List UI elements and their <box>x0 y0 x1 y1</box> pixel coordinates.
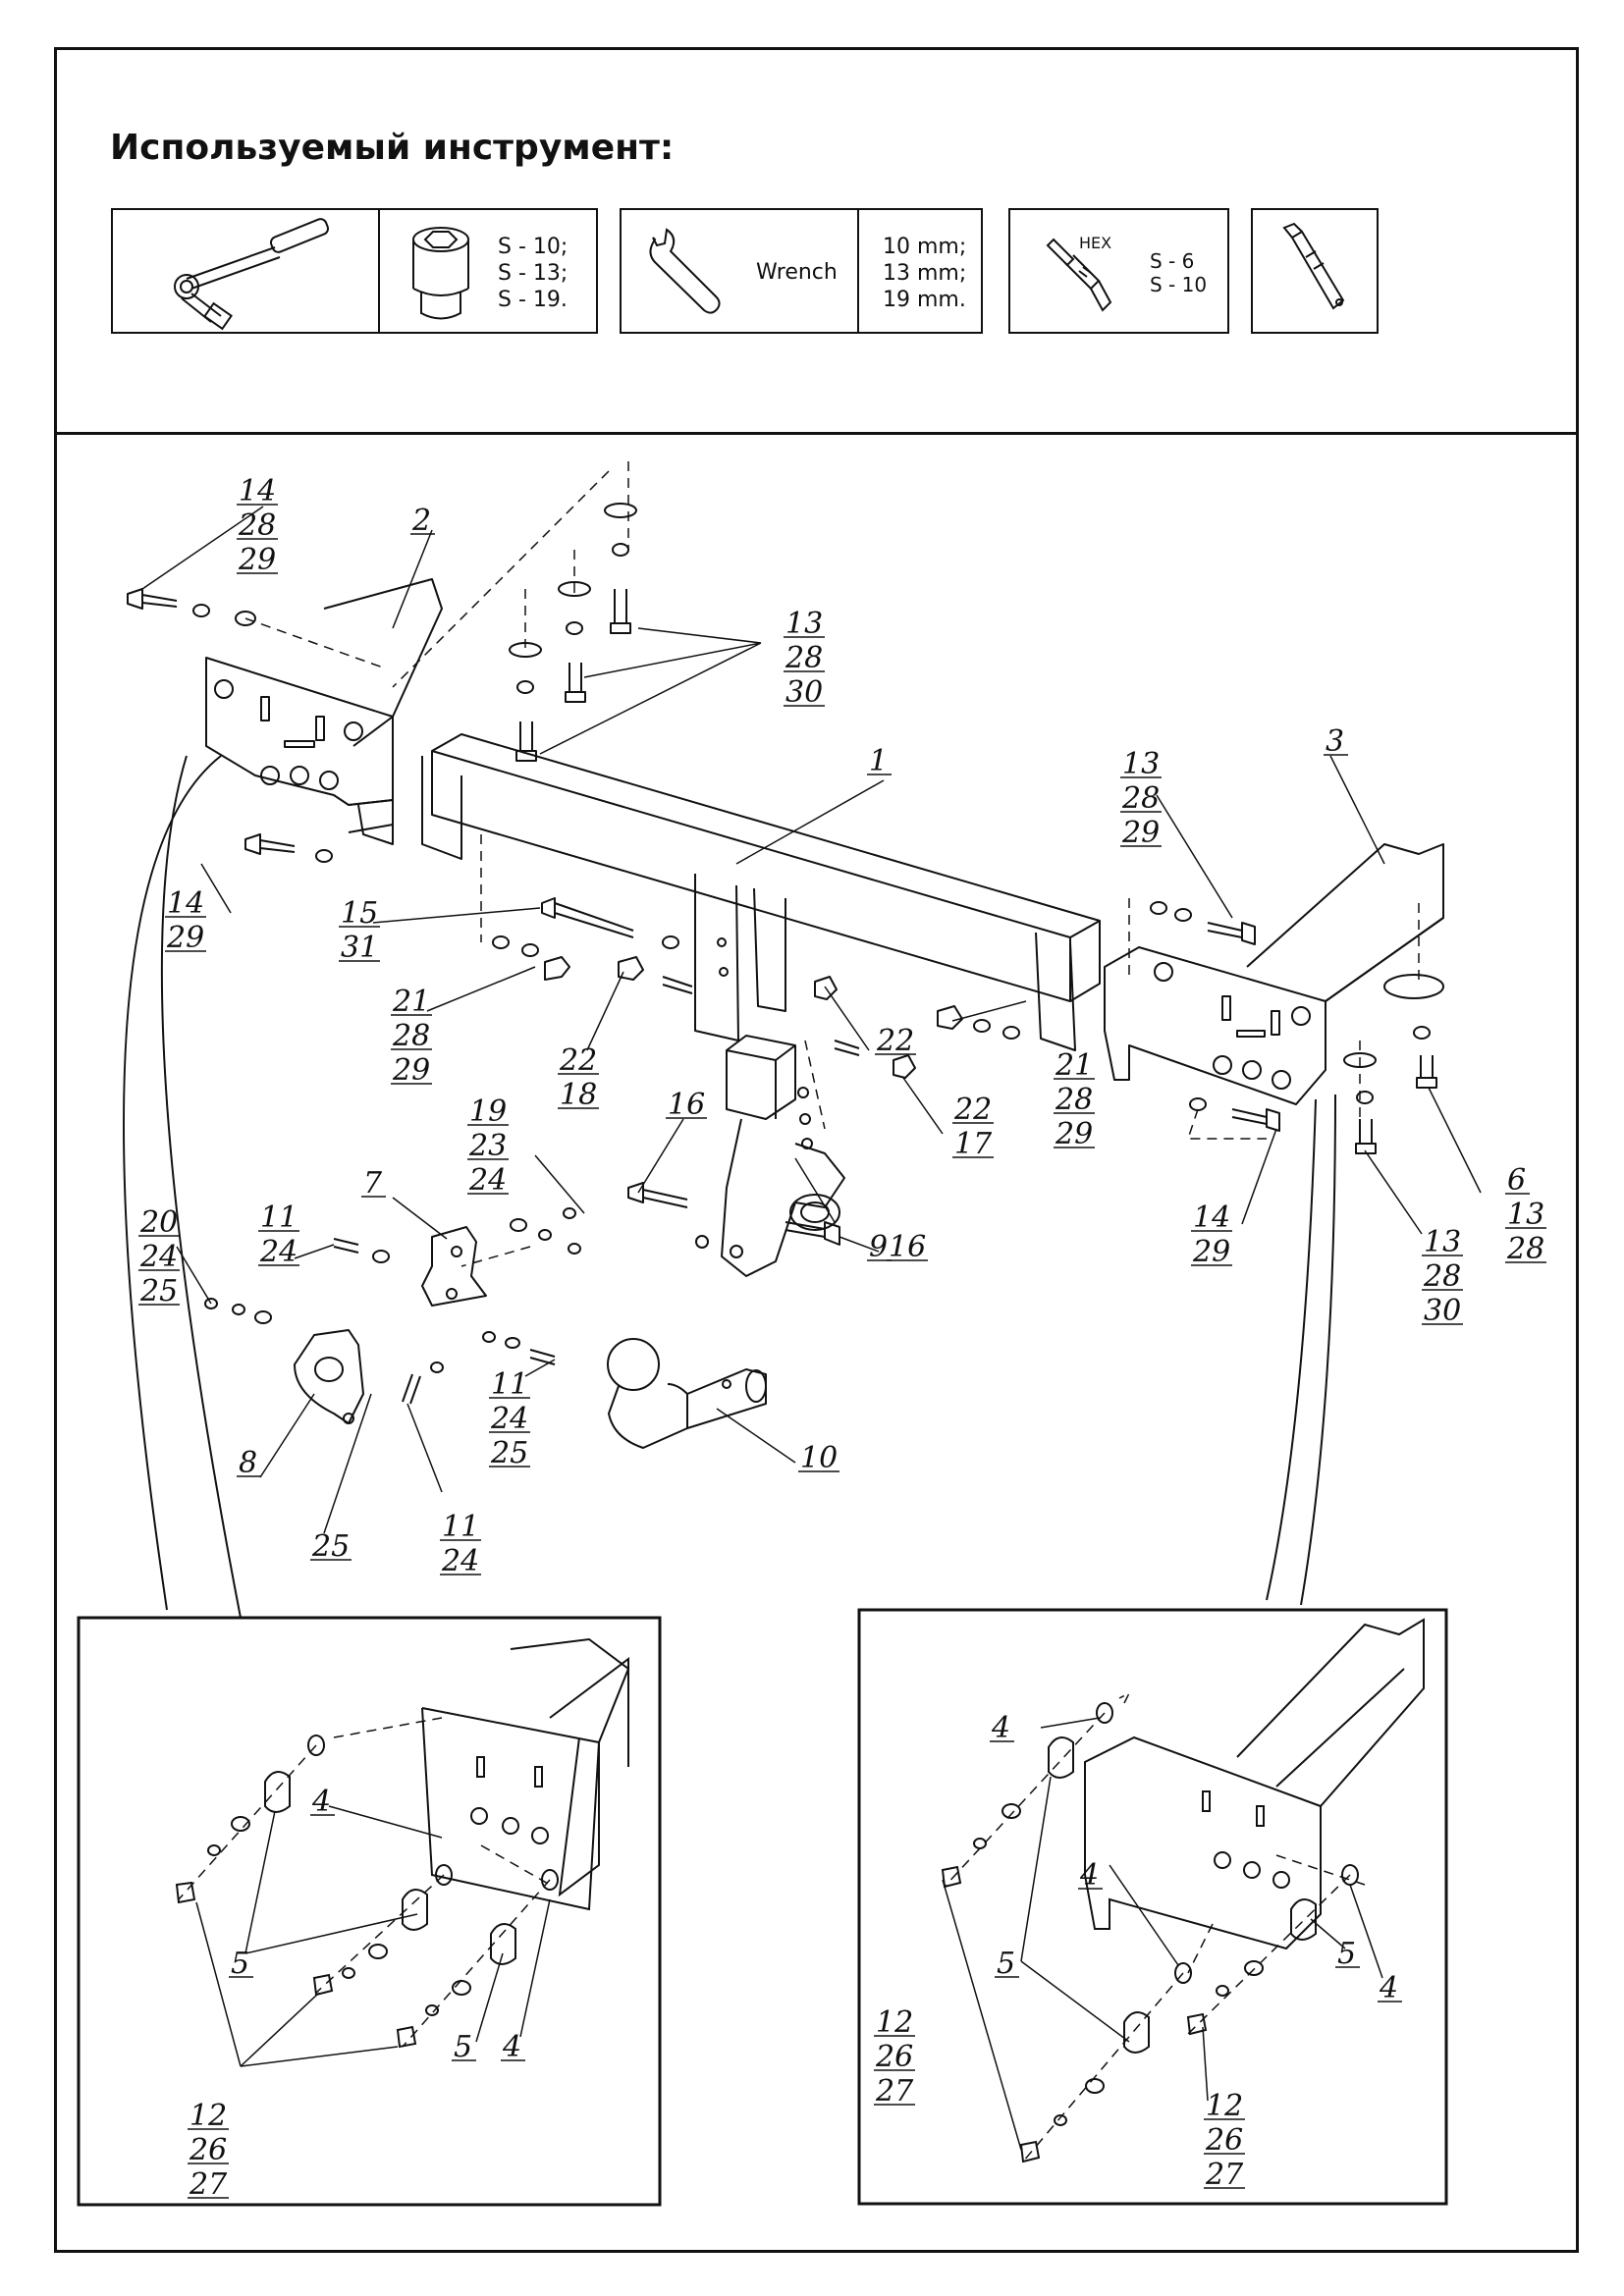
tool-box-hex: HEX S - 6 S - 10 <box>1008 208 1229 334</box>
inset-left-drawing <box>175 1637 630 2049</box>
bolts-middle <box>492 897 1444 1154</box>
callout-9: 9 <box>869 1230 888 1264</box>
inset-left-callout-5-a: 5 <box>231 1947 249 1981</box>
callout-16-b: 16 <box>889 1230 926 1264</box>
socket-icon <box>412 227 469 320</box>
inset-left-frame <box>77 1616 662 2207</box>
callout-1: 1 <box>869 744 888 778</box>
ratchet-icon <box>174 218 330 331</box>
hex-bit-icon <box>1046 238 1112 312</box>
coupling-bracket <box>627 1035 845 1277</box>
utility-knife-icon <box>1282 222 1345 310</box>
inset-right-callout-5-b: 5 <box>1337 1937 1356 1971</box>
callout-25: 25 <box>311 1529 350 1564</box>
inset-right-callout-4-c: 4 <box>1379 1971 1398 2005</box>
callout-22: 22 <box>876 1024 914 1058</box>
callout-16-a: 16 <box>668 1088 705 1122</box>
tool-box-ratchet: S - 10; S - 13; S - 19. <box>111 208 598 334</box>
inset-left-callout-4-b: 4 <box>502 2030 521 2064</box>
tool-box-knife <box>1251 208 1379 334</box>
callout-10: 10 <box>800 1441 838 1475</box>
crossbar <box>421 733 1101 1051</box>
page-title: Используемый инструмент: <box>110 128 675 168</box>
callout-8: 8 <box>239 1446 257 1480</box>
right-bracket <box>1104 843 1444 1105</box>
inset-right-callout-4-a: 4 <box>991 1711 1010 1745</box>
callout-2: 2 <box>411 504 431 538</box>
socket-sizes: S - 10; S - 13; S - 19. <box>498 235 568 312</box>
inset-right-frame <box>857 1608 1448 2206</box>
tool-box-wrench: Wrench 10 mm; 13 mm; 19 mm. <box>620 208 983 334</box>
diagram-lines <box>123 461 1444 1619</box>
bolts-top <box>127 503 637 863</box>
header-divider <box>54 432 1579 435</box>
inset-left-callout-4-a: 4 <box>311 1785 331 1819</box>
socket-plate <box>204 1207 581 1424</box>
tow-ball <box>607 1338 767 1449</box>
inset-left-callout-5-b: 5 <box>454 2030 472 2064</box>
wrench-label: Wrench <box>756 260 838 285</box>
callout-3: 3 <box>1326 724 1344 759</box>
left-bracket <box>205 578 443 845</box>
wrench-sizes: 10 mm; 13 mm; 19 mm. <box>883 235 967 312</box>
hex-label: HEX <box>1079 234 1112 252</box>
inset-right-callout-4-b: 4 <box>1079 1858 1099 1893</box>
callout-7: 7 <box>363 1166 383 1201</box>
page-frame <box>54 47 1579 2253</box>
hex-sizes: S - 6 S - 10 <box>1150 249 1208 296</box>
assembly-lines <box>244 461 1420 1267</box>
wrench-icon <box>649 228 721 314</box>
leader-lines <box>141 506 1482 2151</box>
inset-right-callout-5-a: 5 <box>997 1947 1015 1981</box>
